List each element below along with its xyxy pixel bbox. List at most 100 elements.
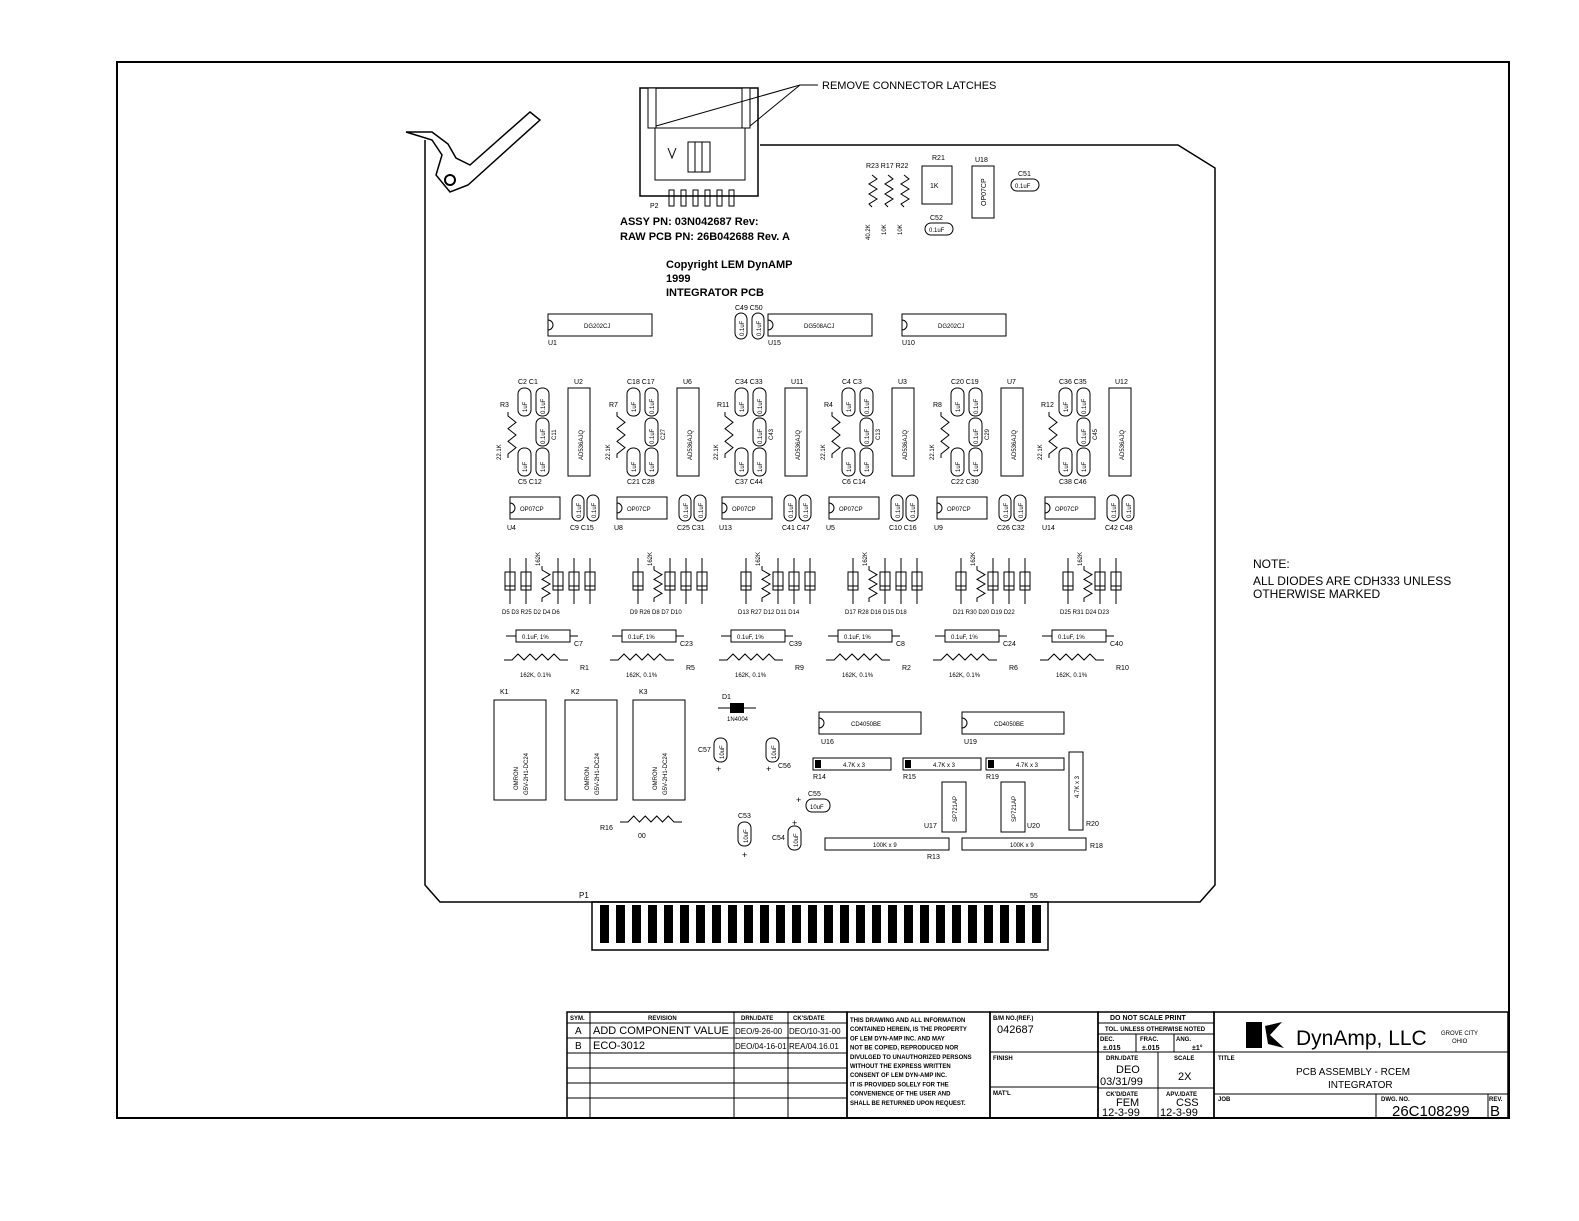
note-line-2: OTHERWISE MARKED (1253, 587, 1380, 601)
cap-ref: C8 (896, 641, 905, 648)
cap-ref: C23 (680, 641, 693, 648)
edge-finger (1032, 905, 1041, 943)
sip-value: 4.7K x 3 (933, 763, 956, 769)
edge-finger (984, 905, 993, 943)
elec-cap-body (765, 737, 780, 763)
resistor-value: 22.1K (714, 444, 720, 460)
relay-part: OMRON (514, 767, 520, 790)
sip-ref: R18 (1090, 843, 1103, 850)
diode-body (696, 571, 708, 591)
cap-refs: C26 C32 (997, 525, 1025, 532)
diode-body (632, 571, 644, 591)
edge-finger (1016, 905, 1025, 943)
ic-body (818, 711, 922, 735)
cap-value: 10uF (720, 745, 726, 759)
sip-value: 100K x 9 (873, 843, 897, 849)
edge-finger (680, 905, 689, 943)
cap-ref: C40 (1110, 641, 1123, 648)
edge-finger (776, 905, 785, 943)
sip-body (902, 757, 982, 771)
edge-finger (712, 905, 721, 943)
cap-01uf (1076, 387, 1091, 417)
resistor-value: 22.1K (497, 444, 503, 460)
ic-ad536 (891, 387, 915, 477)
pin1-mark (815, 760, 821, 768)
cap-1uf (734, 387, 749, 417)
svg-text:ANG.: ANG. (1176, 1037, 1191, 1043)
cap-1uf (752, 447, 767, 477)
resistor-ref: R5 (686, 665, 695, 672)
cap-refs: C34 C33 (735, 379, 763, 386)
cap-ref: C24 (1003, 641, 1016, 648)
cap-ref: C53 (738, 813, 751, 820)
ic-body (547, 313, 653, 337)
cap-value: 1uF (847, 401, 853, 412)
cap-side-ref: C43 (769, 428, 775, 440)
proprietary-line: CONTAINED HEREIN, IS THE PROPERTY (850, 1027, 967, 1033)
ic-body (901, 313, 1007, 337)
cap-refs: C25 C31 (677, 525, 705, 532)
svg-text:DO NOT SCALE PRINT: DO NOT SCALE PRINT (1110, 1015, 1187, 1022)
ic-ref: U5 (826, 525, 835, 532)
proprietary-line: CONSENT OF LEM DYN-AMP INC. (850, 1073, 947, 1079)
resistor-162k-precision (933, 653, 997, 661)
cap-01uf (998, 494, 1012, 522)
ic-ref: U20 (1027, 823, 1040, 830)
diode-body (1062, 571, 1074, 591)
resistor-ref: R16 (600, 825, 613, 832)
cap-value: 0.1uF (684, 502, 690, 518)
svg-text:A: A (575, 1026, 582, 1037)
cap-refs: C6 C14 (842, 479, 866, 486)
svg-text:REA/04.16.01: REA/04.16.01 (789, 1042, 839, 1051)
edge-finger (968, 905, 977, 943)
sip-ref: R20 (1086, 821, 1099, 828)
ic-body (721, 496, 773, 520)
proprietary-line: IT IS PROVIDED SOLELY FOR THE (850, 1082, 949, 1088)
ejector-hole (444, 174, 456, 186)
resistor-162k-precision (719, 653, 783, 661)
edge-finger (952, 905, 961, 943)
ic-part: DG202CJ (938, 324, 964, 330)
diode-body (879, 571, 891, 591)
ic-ad536 (1108, 387, 1132, 477)
cap-01uf (535, 417, 550, 447)
ic-ref: U12 (1115, 379, 1128, 386)
cap-01uf (571, 494, 585, 522)
svg-text:DEO/10-31-00: DEO/10-31-00 (789, 1027, 841, 1036)
polarity-mark: + (742, 850, 747, 860)
edge-finger (728, 905, 737, 943)
cap-value: 1uF (758, 461, 764, 472)
svg-text:0.1uF: 0.1uF (757, 320, 763, 336)
edge-finger (600, 905, 609, 943)
svg-text:TITLE: TITLE (1218, 1056, 1235, 1062)
elec-cap-body (713, 737, 728, 763)
edge-finger (824, 905, 833, 943)
resistor-value: 22.1K (606, 444, 612, 460)
edge-connector-p1 (591, 901, 1049, 951)
resistor-162k-precision (826, 653, 890, 661)
drawing-number: 26C108299 (1392, 1103, 1470, 1120)
ic-part: OP07CP (947, 507, 971, 513)
cap-1uf (968, 447, 983, 477)
cap-value: 0.1uF (699, 502, 705, 518)
edge-finger (616, 905, 625, 943)
cap-01uf (859, 417, 874, 447)
connector-p2 (639, 87, 759, 207)
pin1-notch (721, 502, 728, 514)
svg-text:C49 C50: C49 C50 (735, 305, 763, 312)
title-block: SYM. REVISION DRN./DATE CK'S/DATE A ADD … (566, 1011, 1509, 1120)
polarity-mark: + (766, 764, 771, 774)
resistor-value: 00 (638, 833, 646, 840)
svg-text:ADD COMPONENT VALUE: ADD COMPONENT VALUE (593, 1025, 729, 1037)
svg-text:10K: 10K (898, 224, 904, 235)
relay-body (564, 699, 618, 801)
p2-pin (680, 189, 687, 207)
cap-value: 1uF (740, 461, 746, 472)
